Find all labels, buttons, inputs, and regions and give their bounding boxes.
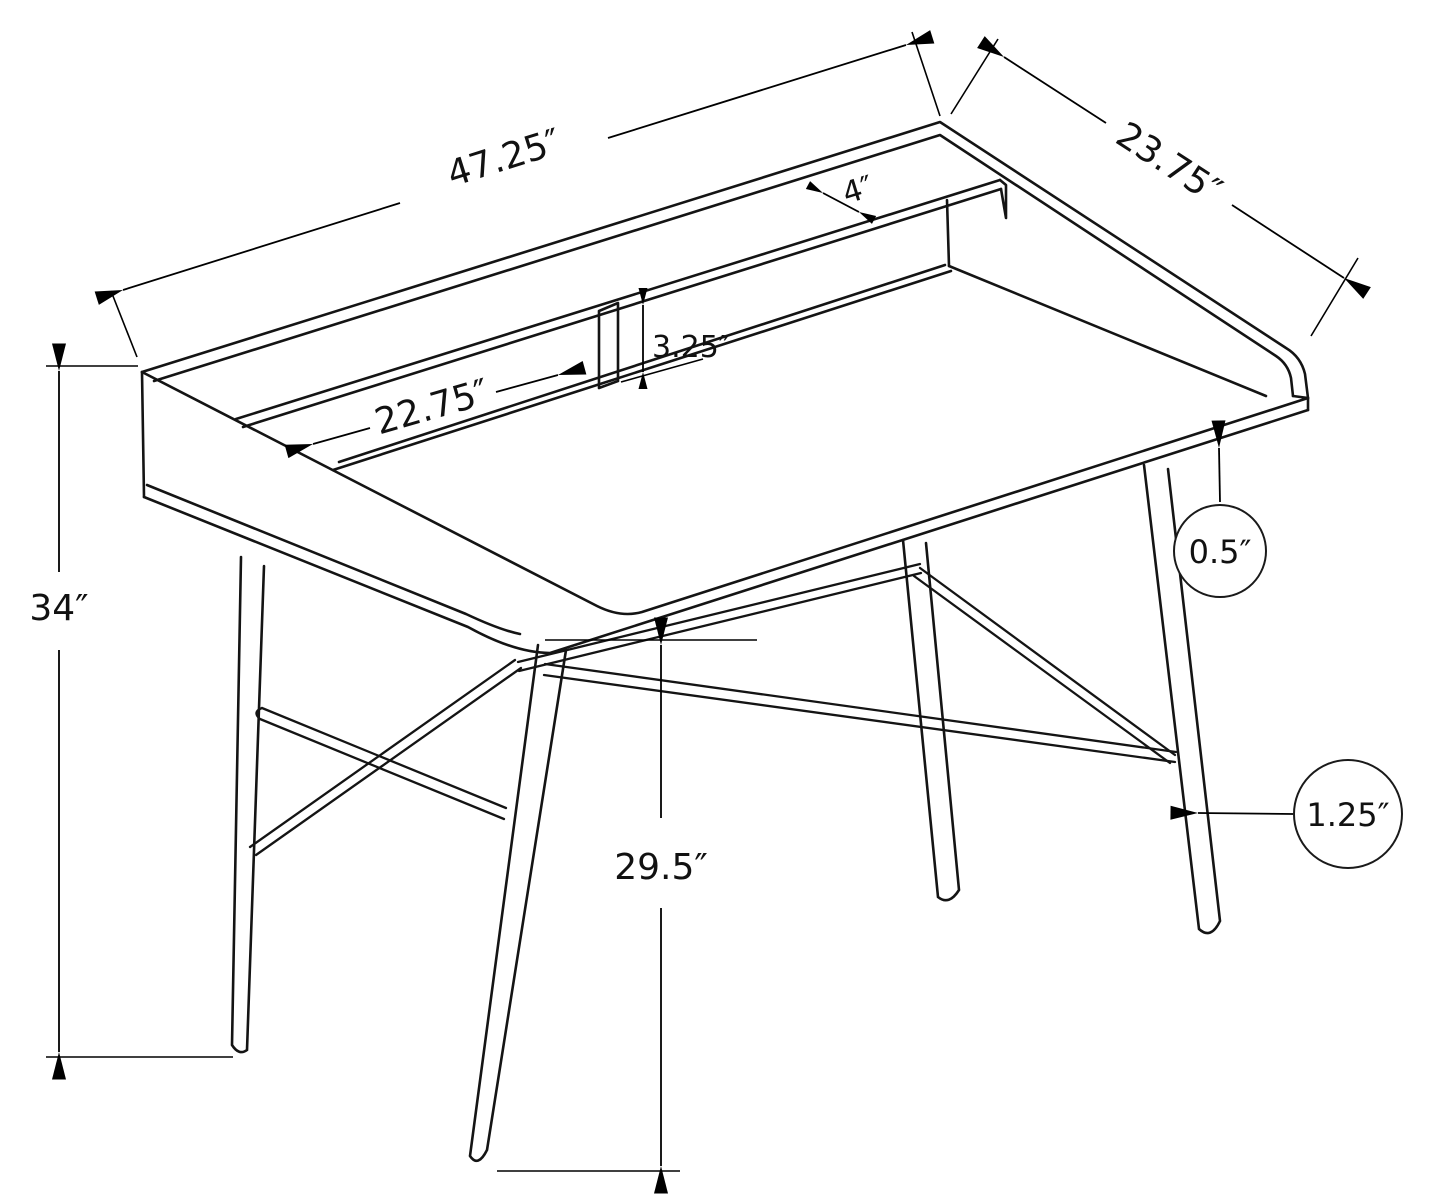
dimension-leg-diameter: 1.25″ bbox=[1170, 759, 1403, 869]
hutch-right-rail-bottom bbox=[947, 264, 1268, 398]
dimension-line bbox=[805, 181, 877, 224]
leg-stretchers bbox=[248, 562, 1178, 857]
desktop-right-end-cap bbox=[1291, 394, 1310, 412]
leg-back-left bbox=[230, 555, 266, 1054]
dimension-overall-height: 34″ bbox=[29, 343, 233, 1080]
side-panel-left-edge bbox=[140, 370, 146, 499]
extension-line bbox=[1310, 257, 1359, 337]
desktop-bottom-silhouette bbox=[142, 408, 1310, 655]
dimension-label-overall-height: 34″ bbox=[29, 588, 88, 629]
leader-arrow bbox=[1211, 420, 1226, 503]
dimension-shelf-depth: 4″ bbox=[805, 169, 878, 224]
extension-line bbox=[110, 290, 138, 358]
hutch-inner-edge bbox=[152, 133, 1295, 398]
dimension-line bbox=[607, 30, 935, 139]
extension-line bbox=[911, 31, 941, 117]
dimension-label-leg-diameter: 1.25″ bbox=[1306, 796, 1389, 834]
stretcher-left-side bbox=[255, 706, 508, 821]
dimension-label-depth: 23.75″ bbox=[1109, 114, 1229, 212]
dimension-label-clearance: 29.5″ bbox=[614, 847, 708, 888]
desk-legs bbox=[230, 463, 1222, 1163]
side-panel-inner-line bbox=[145, 483, 522, 636]
dimension-line bbox=[495, 360, 587, 393]
hutch-shelf-front-edge bbox=[234, 178, 1002, 421]
dimension-label-cubby-height: 3.25″ bbox=[652, 330, 730, 365]
dimension-bubble bbox=[1173, 504, 1267, 598]
stretcher-front-long bbox=[542, 662, 1178, 764]
hutch-right-inner-wall bbox=[945, 198, 951, 268]
stretcher-center-diagonal bbox=[516, 562, 923, 673]
dimension-line bbox=[94, 202, 401, 305]
leg-front-left bbox=[468, 643, 568, 1163]
dimension-line bbox=[1231, 204, 1371, 299]
side-panel-top-and-desktop-front-edge bbox=[140, 370, 1310, 616]
extension-line bbox=[620, 358, 704, 383]
desk-drawing bbox=[140, 120, 1310, 655]
shelf-divider bbox=[597, 301, 620, 390]
stretcher-right-side bbox=[912, 566, 1177, 765]
dimension-desktop-thickness: 0.5″ bbox=[1173, 420, 1267, 598]
extension-line bbox=[950, 38, 999, 115]
dimension-cubby-height: 3.25″ bbox=[620, 288, 730, 389]
dimension-underside-clearance: 29.5″ bbox=[497, 617, 757, 1194]
hutch-shelf-right-cap bbox=[998, 178, 1008, 220]
dimension-line bbox=[284, 427, 371, 459]
leader-arrow bbox=[1170, 805, 1294, 820]
dimension-bubble bbox=[1293, 759, 1403, 869]
hutch-outer-edge bbox=[140, 120, 1310, 400]
dimension-label-desktop-thickness: 0.5″ bbox=[1189, 533, 1252, 571]
hutch-shelf-thickness bbox=[241, 187, 1003, 429]
stretcher-left-cross bbox=[248, 658, 523, 857]
leg-back-right bbox=[901, 538, 961, 902]
dimension-label-width: 47.25″ bbox=[442, 121, 565, 195]
dimension-line bbox=[977, 36, 1107, 124]
